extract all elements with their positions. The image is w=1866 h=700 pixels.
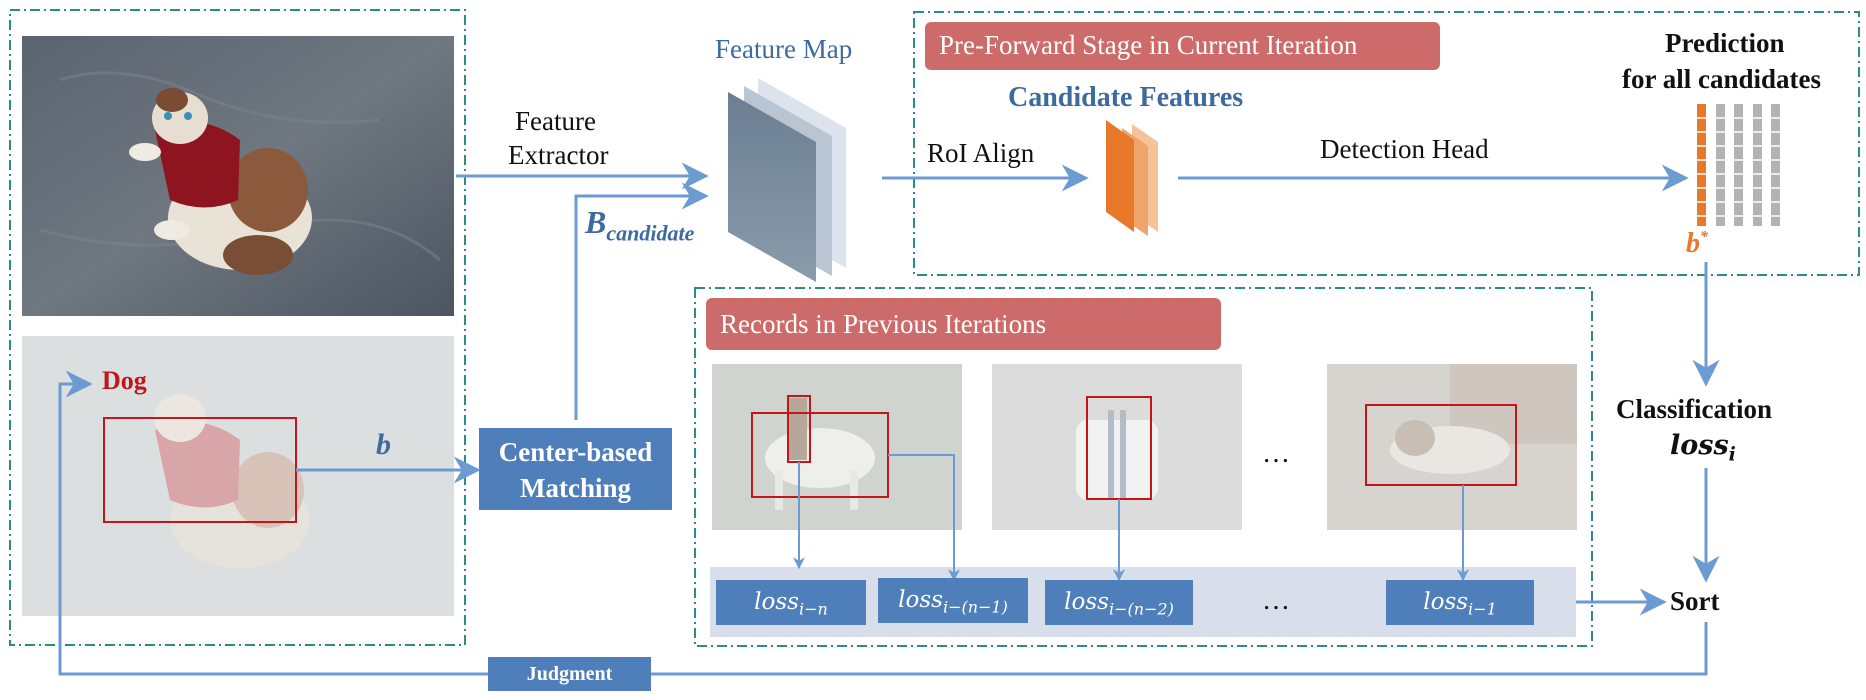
left-panel-border [9, 9, 466, 646]
input-photo-cat [22, 36, 454, 316]
record-image-horse [712, 364, 962, 530]
center-matching-label-2: Matching [520, 473, 631, 503]
roi-align-label: RoI Align [927, 138, 1035, 168]
prediction-bar [1771, 104, 1780, 226]
prediction-label-2: for all candidates [1622, 64, 1822, 94]
loss-box-i-n-2: lossi−(n−2) [1045, 580, 1193, 625]
b-star-label: b* [1686, 228, 1708, 259]
prediction-bar [1753, 104, 1762, 226]
stacked-planes-icon [728, 78, 846, 282]
loss-box-i-n: lossi−n [716, 580, 866, 625]
ellipsis-losses: … [1262, 585, 1290, 616]
b-candidate-label: Bcandidate [585, 204, 695, 246]
pre-forward-panel-border [913, 11, 1860, 276]
prediction-bar-orange [1697, 104, 1706, 226]
orange-stack-icon [1106, 120, 1158, 236]
bar-columns-icon [1695, 104, 1782, 226]
feature-extractor-label-1: Feature [515, 106, 596, 136]
sort-label: Sort [1670, 586, 1720, 616]
detection-head-label: Detection Head [1320, 134, 1489, 164]
classification-label: Classification [1616, 394, 1773, 424]
dog-label: Dog [102, 366, 147, 395]
feature-map-label: Feature Map [715, 34, 853, 64]
prediction-label-1: Prediction [1665, 28, 1785, 58]
records-banner: Records in Previous Iterations [706, 298, 1221, 350]
ellipsis-images: … [1262, 438, 1290, 469]
feature-extractor-label-2: Extractor [508, 140, 609, 170]
prediction-bar [1716, 104, 1725, 226]
candidate-features-label: Candidate Features [1008, 82, 1244, 113]
record-image-car [992, 364, 1242, 530]
loss-box-i-n-1: lossi−(n−1) [878, 578, 1028, 623]
arrow-record-2 [888, 454, 960, 582]
loss-i-label: lossi [1670, 430, 1736, 466]
arrow-b-candidate [574, 182, 709, 420]
record-box-cat [1365, 404, 1517, 486]
b-label: b [376, 428, 391, 461]
prediction-bar [1734, 104, 1743, 226]
center-matching-label-1: Center-based [498, 437, 653, 467]
arrow-judgment-loop [58, 370, 1708, 676]
pre-forward-banner: Pre-Forward Stage in Current Iteration [925, 22, 1440, 70]
record-image-cat [1327, 364, 1577, 530]
loss-box-i-1: lossi−1 [1386, 580, 1534, 625]
input-photo-faded [22, 336, 454, 616]
center-matching-box: Center-based Matching [479, 428, 672, 510]
judgment-box: Judgment [488, 657, 651, 691]
records-panel-border [694, 287, 1593, 647]
